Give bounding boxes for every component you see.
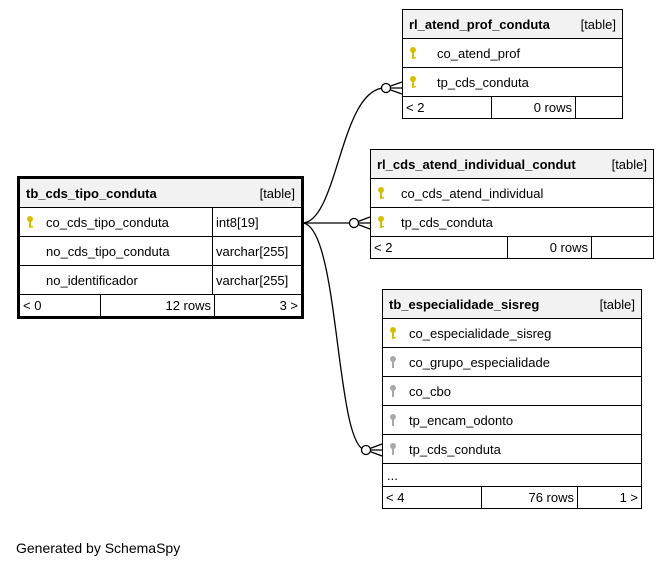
cardinality-circle-especialidade [360, 444, 372, 456]
table-row: tp_cds_conduta [403, 68, 622, 97]
table-header[interactable]: tb_especialidade_sisreg [table] [383, 290, 641, 319]
table-row: tp_cds_conduta [383, 435, 641, 464]
table-footer: < 2 0 rows [403, 97, 622, 118]
more-columns-ellipsis: ... [383, 464, 641, 487]
row-count: 76 rows [481, 487, 577, 508]
row-count: 12 rows [100, 295, 214, 316]
children-count[interactable] [591, 237, 653, 258]
primary-key-icon [371, 186, 391, 200]
table-rl-atend-prof-conduta[interactable]: rl_atend_prof_conduta [table] co_atend_p… [402, 9, 623, 119]
parents-count[interactable]: < 4 [386, 490, 405, 505]
table-row: co_cds_atend_individual [371, 179, 653, 208]
column-type: varchar[255] [212, 237, 301, 265]
parents-count[interactable]: < 2 [374, 240, 393, 255]
table-kind: [table] [611, 156, 647, 172]
table-tb-especialidade-sisreg[interactable]: tb_especialidade_sisreg [table] co_espec… [382, 289, 642, 509]
column-name: tp_cds_conduta [401, 214, 493, 230]
children-count[interactable] [575, 97, 622, 118]
table-name: rl_cds_atend_individual_condut [377, 156, 576, 172]
table-name: rl_atend_prof_conduta [409, 16, 550, 32]
column-name: co_cbo [409, 383, 451, 399]
table-name: tb_cds_tipo_conduta [26, 185, 157, 201]
table-row: co_atend_prof [403, 39, 622, 68]
table-row: no_identificador varchar[255] [20, 266, 301, 295]
generated-by-note: Generated by SchemaSpy [16, 540, 181, 556]
primary-key-icon [383, 326, 403, 340]
column-name: co_atend_prof [437, 45, 521, 61]
column-name: tp_encam_odonto [409, 412, 514, 428]
table-name: tb_especialidade_sisreg [389, 296, 540, 312]
table-footer: < 0 12 rows 3 > [20, 295, 301, 316]
column-name: co_cds_atend_individual [401, 185, 544, 201]
row-count: 0 rows [491, 97, 575, 118]
table-kind: [table] [599, 296, 635, 312]
table-footer: < 2 0 rows [371, 237, 653, 258]
column-name: co_especialidade_sisreg [409, 325, 552, 341]
column-name: no_cds_tipo_conduta [46, 243, 170, 259]
table-header[interactable]: tb_cds_tipo_conduta [table] [20, 179, 301, 208]
foreign-key-icon [383, 384, 403, 398]
cardinality-circle-atend-prof [380, 82, 392, 94]
children-count[interactable]: 1 > [577, 487, 641, 508]
column-name: co_grupo_especialidade [409, 354, 550, 370]
table-rl-cds-atend-individual-condut[interactable]: rl_cds_atend_individual_condut [table] c… [370, 149, 654, 259]
primary-key-icon [371, 215, 391, 229]
foreign-key-icon [383, 442, 403, 456]
cardinality-circle-atend-individual [348, 217, 360, 229]
table-header[interactable]: rl_cds_atend_individual_condut [table] [371, 150, 653, 179]
table-row: co_grupo_especialidade [383, 348, 641, 377]
table-footer: < 4 76 rows 1 > [383, 487, 641, 508]
parents-count[interactable]: < 2 [406, 100, 425, 115]
column-name: tp_cds_conduta [437, 74, 529, 90]
row-count: 0 rows [507, 237, 591, 258]
table-kind: [table] [580, 16, 616, 32]
column-name: co_cds_tipo_conduta [46, 214, 169, 230]
table-row: co_cds_tipo_conduta int8[19] [20, 208, 301, 237]
table-row: co_cbo [383, 377, 641, 406]
table-row: no_cds_tipo_conduta varchar[255] [20, 237, 301, 266]
foreign-key-icon [383, 355, 403, 369]
column-name: no_identificador [46, 272, 138, 288]
primary-key-icon [20, 215, 40, 229]
children-count[interactable]: 3 > [214, 295, 301, 316]
primary-key-icon [403, 46, 423, 60]
table-header[interactable]: rl_atend_prof_conduta [table] [403, 10, 622, 39]
column-type: int8[19] [212, 208, 301, 236]
column-type: varchar[255] [212, 266, 301, 294]
column-name: tp_cds_conduta [409, 441, 501, 457]
table-tb-cds-tipo-conduta[interactable]: tb_cds_tipo_conduta [table] co_cds_tipo_… [17, 176, 304, 319]
table-kind: [table] [259, 185, 295, 201]
foreign-key-icon [383, 413, 403, 427]
parents-count[interactable]: < 0 [23, 298, 42, 313]
table-row: co_especialidade_sisreg [383, 319, 641, 348]
primary-key-icon [403, 75, 423, 89]
table-row: tp_encam_odonto [383, 406, 641, 435]
table-row: tp_cds_conduta [371, 208, 653, 237]
